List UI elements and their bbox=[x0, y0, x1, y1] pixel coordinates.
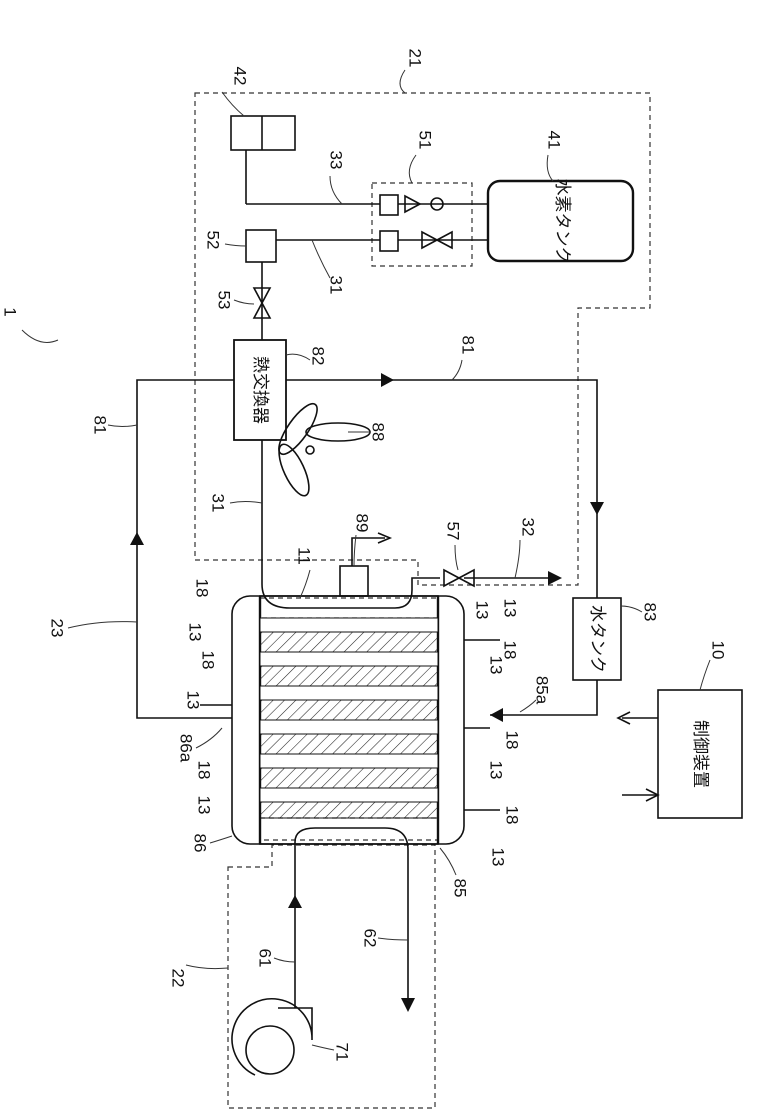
label-31a: 31 bbox=[327, 276, 346, 295]
label-81b: 81 bbox=[91, 416, 110, 435]
flow-arrow bbox=[130, 532, 144, 545]
flow-arrow bbox=[381, 373, 394, 387]
boundary-22 bbox=[228, 845, 435, 1108]
label-1: 1 bbox=[1, 307, 20, 316]
label-51: 51 bbox=[416, 131, 435, 150]
flow-arrow bbox=[590, 502, 604, 515]
cell-13 bbox=[260, 652, 438, 666]
label-42: 42 bbox=[231, 67, 250, 86]
label-13: 13 bbox=[487, 656, 506, 675]
label-22: 22 bbox=[169, 969, 188, 988]
separator-18 bbox=[260, 734, 438, 754]
regulator-lower bbox=[380, 231, 398, 251]
label-13: 13 bbox=[184, 691, 203, 710]
component-42 bbox=[231, 116, 295, 150]
separator-18 bbox=[260, 632, 438, 652]
fuel-cell-stack bbox=[232, 596, 464, 844]
exhaust-unit-89 bbox=[340, 533, 390, 596]
label-85: 85 bbox=[451, 879, 470, 898]
label-18: 18 bbox=[503, 806, 522, 825]
label-18: 18 bbox=[195, 761, 214, 780]
label-21: 21 bbox=[406, 49, 425, 68]
label-82: 82 bbox=[309, 347, 328, 366]
coolant-pipe-81 bbox=[137, 380, 234, 718]
boundary-11-bottom bbox=[260, 818, 438, 840]
air-pump-71 bbox=[232, 999, 312, 1075]
label-13: 13 bbox=[473, 601, 492, 620]
label-88: 88 bbox=[369, 423, 388, 442]
water-tank-label: 水タンク bbox=[587, 605, 607, 673]
label-41: 41 bbox=[545, 131, 564, 150]
flow-arrow bbox=[490, 708, 503, 722]
label-18: 18 bbox=[503, 731, 522, 750]
label-61: 61 bbox=[256, 949, 275, 968]
separator-18 bbox=[260, 700, 438, 720]
cell-13 bbox=[260, 686, 438, 700]
label-13: 13 bbox=[195, 796, 214, 815]
label-52: 52 bbox=[204, 231, 223, 250]
label-89: 89 bbox=[353, 514, 372, 533]
label-53: 53 bbox=[215, 291, 234, 310]
cell-13 bbox=[260, 618, 438, 632]
label-31b: 31 bbox=[209, 494, 228, 513]
regulator-upper bbox=[380, 195, 398, 215]
hydrogen-passage bbox=[262, 440, 440, 608]
component-52 bbox=[246, 230, 276, 262]
label-13: 13 bbox=[186, 623, 205, 642]
hydrogen-tank-label: 水素タンク bbox=[552, 179, 572, 264]
label-32: 32 bbox=[519, 518, 538, 537]
air-passage bbox=[295, 828, 408, 1005]
separator-18 bbox=[260, 768, 438, 788]
label-57: 57 bbox=[444, 522, 463, 541]
coolant-pipe-81-right bbox=[286, 380, 597, 598]
cell-13 bbox=[260, 754, 438, 768]
label-86a: 86a bbox=[177, 734, 196, 763]
label-33: 33 bbox=[327, 151, 346, 170]
label-13: 13 bbox=[489, 848, 508, 867]
label-71: 71 bbox=[333, 1043, 352, 1062]
label-23: 23 bbox=[48, 619, 67, 638]
cell-13 bbox=[260, 788, 438, 802]
boundary-21 bbox=[195, 93, 650, 585]
label-13: 13 bbox=[487, 761, 506, 780]
label-10: 10 bbox=[709, 641, 728, 660]
label-18: 18 bbox=[193, 579, 212, 598]
label-83: 83 bbox=[641, 603, 660, 622]
cell-13 bbox=[260, 720, 438, 734]
label-18: 18 bbox=[199, 651, 218, 670]
label-86: 86 bbox=[191, 834, 210, 853]
heat-exchanger-label: 熱交換器 bbox=[250, 356, 270, 424]
label-13: 13 bbox=[501, 599, 520, 618]
controller-label: 制御装置 bbox=[690, 720, 710, 788]
label-62: 62 bbox=[361, 929, 380, 948]
label-11: 11 bbox=[295, 547, 314, 565]
separator-18 bbox=[260, 802, 438, 818]
label-81a: 81 bbox=[459, 336, 478, 355]
separator-18 bbox=[260, 666, 438, 686]
fan-icon bbox=[273, 399, 370, 500]
